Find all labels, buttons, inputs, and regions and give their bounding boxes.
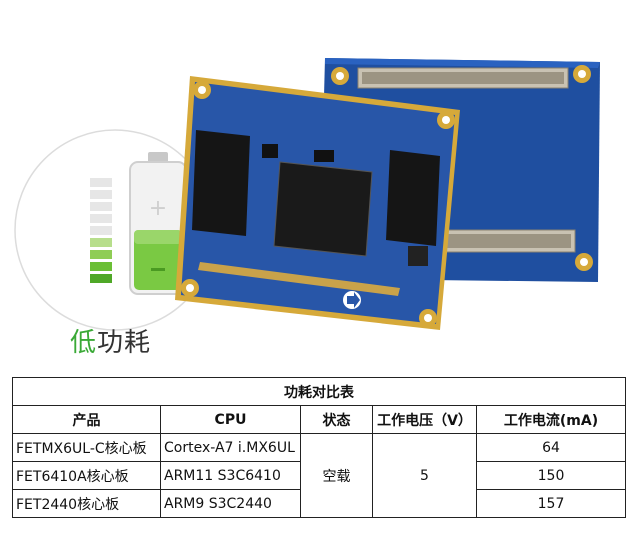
table-title-row: 功耗对比表 (12, 377, 626, 406)
battery-icon: + (129, 152, 187, 295)
table-row: FET6410A核心板 ARM11 S3C6410 150 (12, 461, 626, 490)
cell-cpu: ARM11 S3C6410 (160, 461, 301, 490)
power-level-bars-icon (90, 178, 112, 283)
header-current: 工作电流(mA) (476, 405, 626, 434)
header-state: 状态 (300, 405, 373, 434)
cell-current: 157 (476, 489, 626, 518)
table-header-row: 产品 CPU 状态 工作电压（V） 工作电流(mA) (12, 405, 626, 434)
cell-product: FET2440核心板 (12, 489, 161, 518)
header-product: 产品 (12, 405, 161, 434)
low-power-label: 低功耗 (70, 322, 151, 359)
core-board-front (175, 76, 460, 330)
low-power-circle: + (14, 129, 216, 331)
table-row: FET2440核心板 ARM9 S3C2440 157 (12, 489, 626, 518)
table-row: FETMX6UL-C核心板 Cortex-A7 i.MX6UL 空载 5 64 (12, 433, 626, 518)
power-comparison-table: 功耗对比表 产品 CPU 状态 工作电压（V） 工作电流(mA) FETMX6U… (12, 377, 626, 518)
cell-cpu: ARM9 S3C2440 (160, 489, 301, 518)
cell-product: FET6410A核心板 (12, 461, 161, 490)
product-hero-image: + (14, 58, 600, 331)
cell-current: 64 (476, 433, 626, 462)
svg-text:+: + (149, 196, 167, 221)
low-power-label-first-char: 低 (70, 328, 98, 358)
header-voltage: 工作电压（V） (372, 405, 477, 434)
cell-cpu: Cortex-A7 i.MX6UL (160, 433, 301, 462)
cell-voltage: 5 (372, 433, 477, 518)
cell-state: 空载 (300, 433, 373, 518)
cell-product: FETMX6UL-C核心板 (12, 433, 161, 462)
cell-current: 150 (476, 461, 626, 490)
table-title: 功耗对比表 (12, 377, 626, 406)
header-cpu: CPU (160, 405, 301, 434)
low-power-label-rest: 功耗 (97, 328, 152, 358)
